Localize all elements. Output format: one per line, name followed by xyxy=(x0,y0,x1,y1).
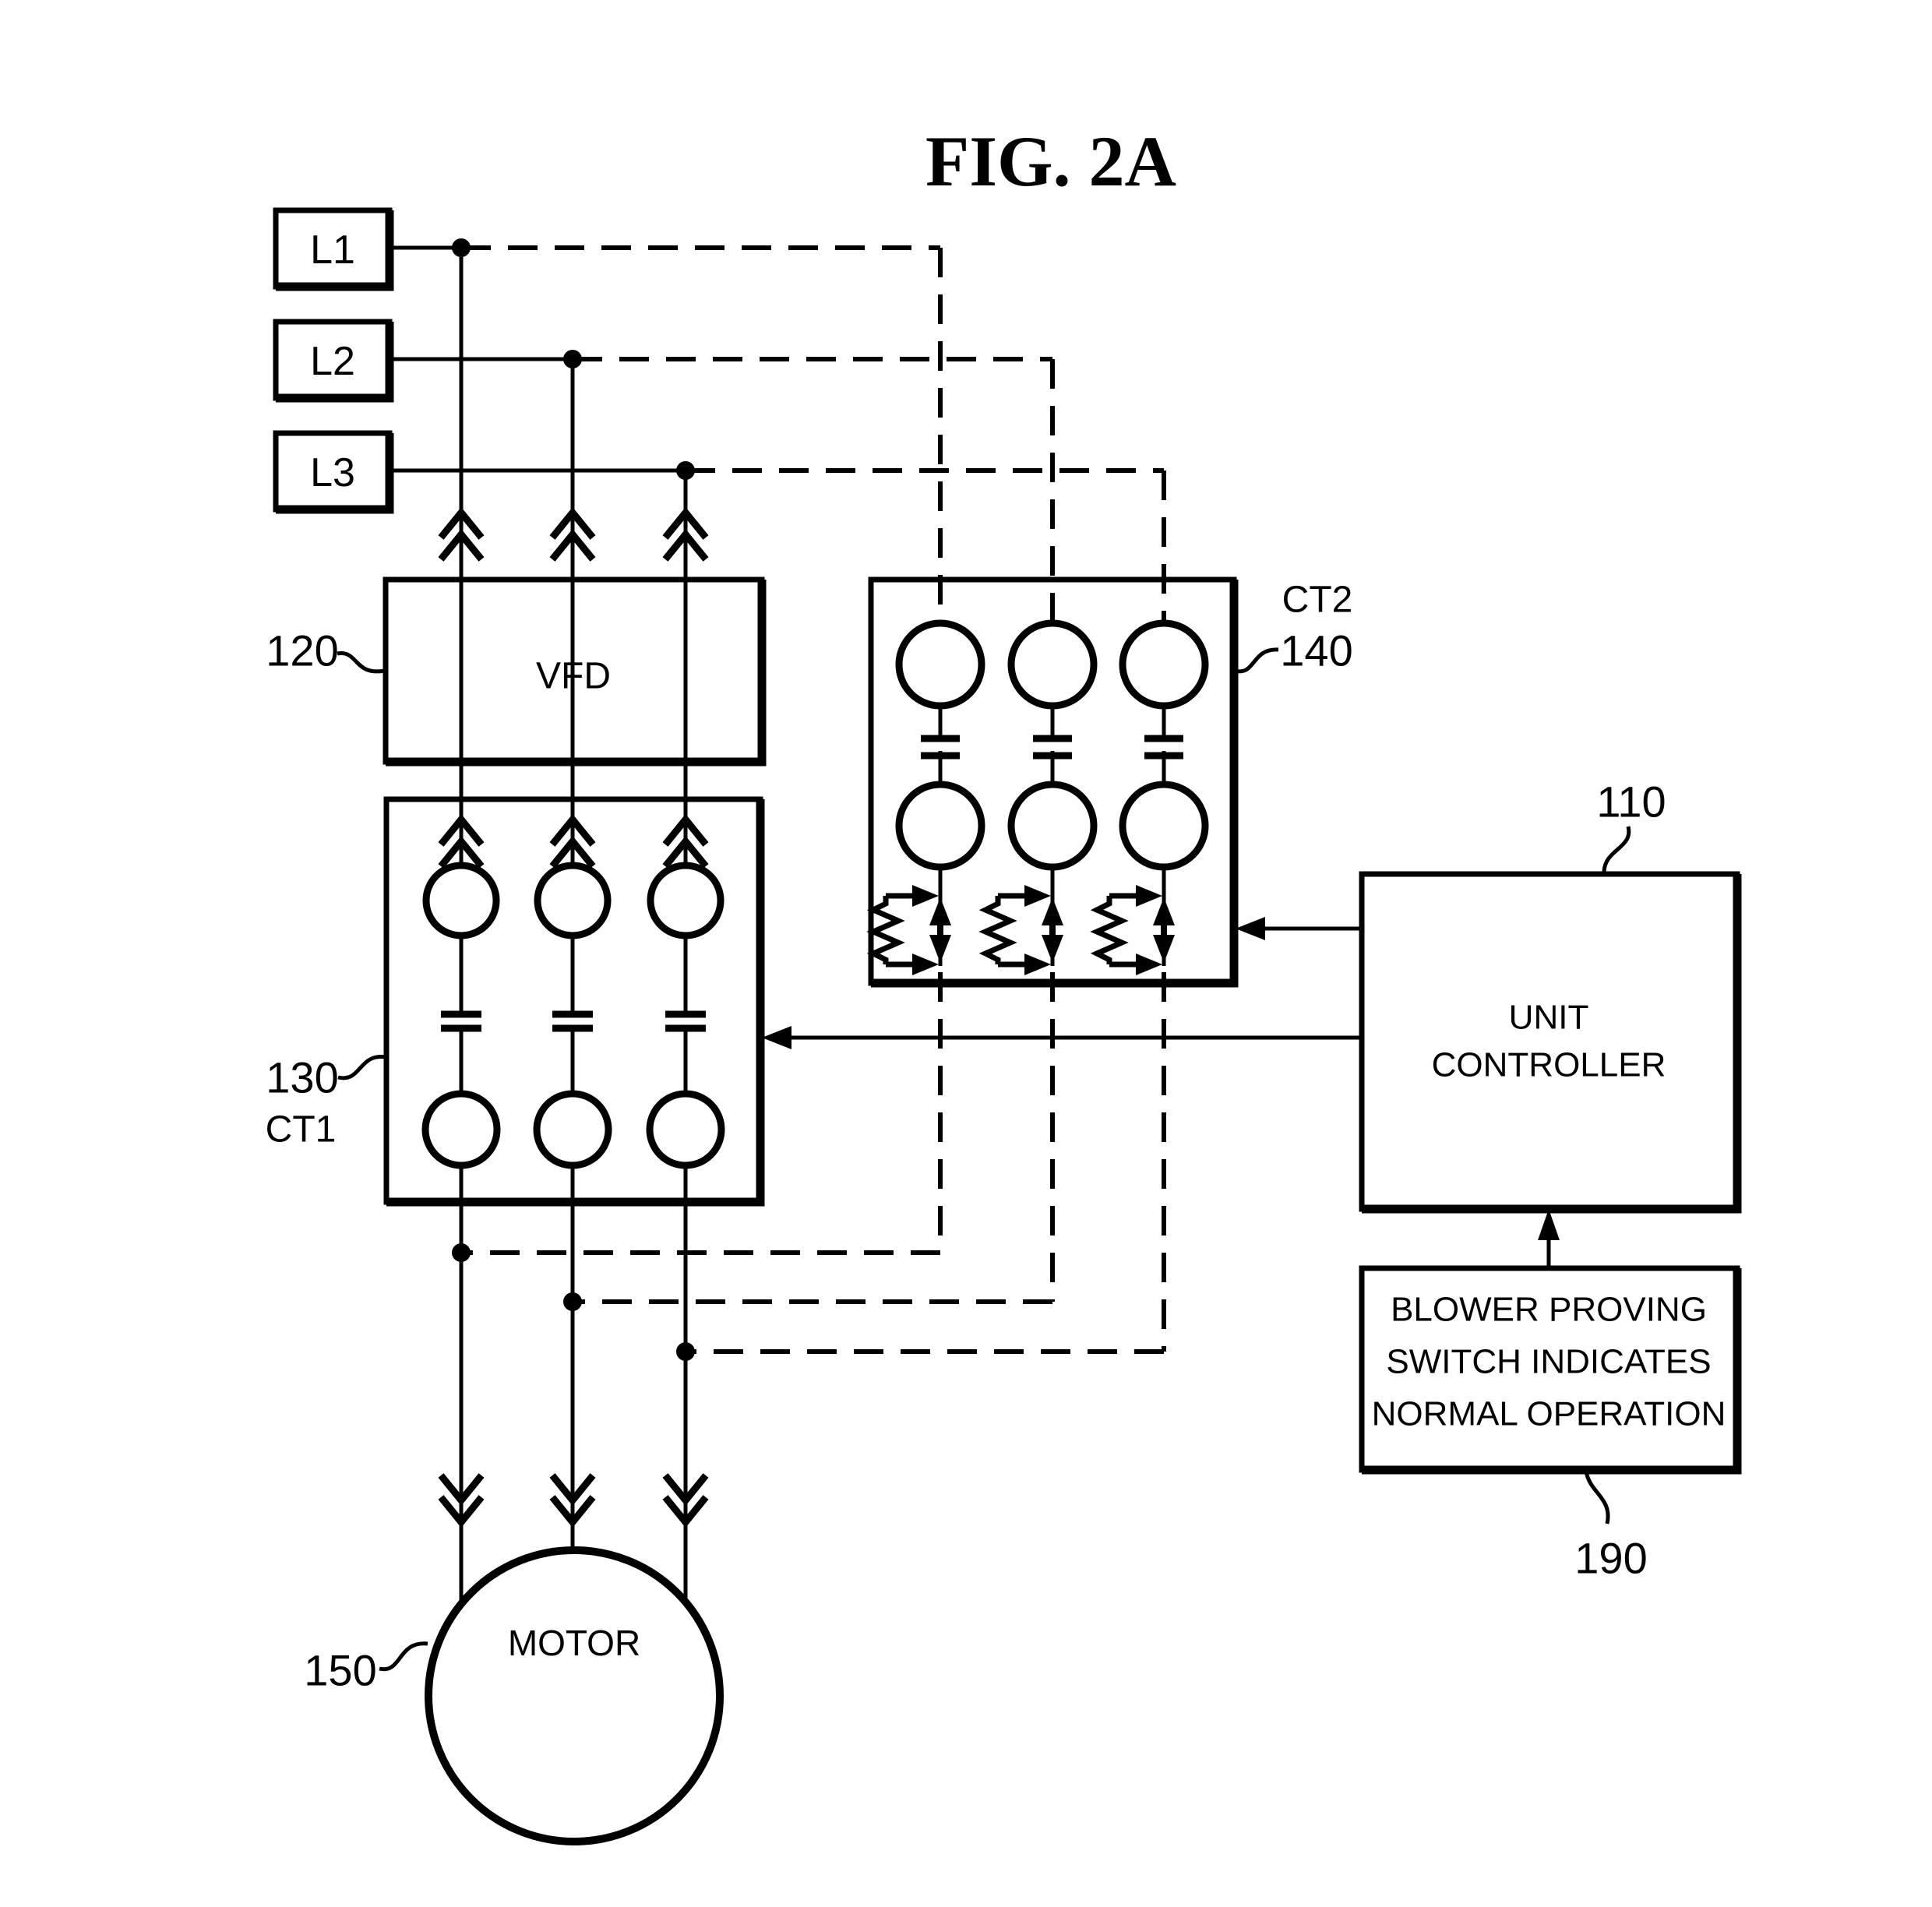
ct-coil-circle xyxy=(421,1090,501,1169)
capacitor-symbol xyxy=(1033,735,1072,760)
ref-190: 190 xyxy=(1574,1534,1647,1583)
junction-dot xyxy=(563,350,582,368)
junction-dot xyxy=(676,461,695,480)
blower-switch-label-line2: SWITCH INDICATES xyxy=(1386,1343,1711,1381)
junction-dot xyxy=(452,238,471,257)
vfd-label: VFD xyxy=(536,656,611,697)
l2-label: L2 xyxy=(310,339,355,384)
ct-coil-circle xyxy=(533,1090,612,1169)
ct1-box-shadow-edge xyxy=(386,799,765,1207)
arrowhead-up-icon xyxy=(1538,1209,1560,1240)
unit-controller-box xyxy=(1359,871,1740,1212)
power-source-boxes xyxy=(273,207,394,514)
leader-150 xyxy=(379,1641,428,1672)
ct-coil-circle xyxy=(646,1090,725,1169)
ct1-internals xyxy=(421,820,725,1169)
blower-switch-box-shadow-edge xyxy=(1362,1268,1742,1475)
ct2-label: CT2 xyxy=(1282,580,1353,621)
ct-coil-circle xyxy=(1119,781,1209,871)
l2-box-shadow-edge xyxy=(276,322,394,403)
ct-coil-circle xyxy=(1119,619,1209,710)
figure-title: FIG. 2A xyxy=(925,122,1176,201)
ct-coil-circle xyxy=(422,862,500,939)
unit-controller-box-shadow-edge xyxy=(1362,874,1742,1214)
leader-140 xyxy=(1234,647,1279,674)
ct1-label: CT1 xyxy=(266,1109,337,1151)
capacitor-symbol xyxy=(552,1010,593,1032)
l1-box-shadow-edge xyxy=(276,210,394,291)
ref-130: 130 xyxy=(266,1053,338,1102)
uc-to-ct1-arrow xyxy=(762,1026,1362,1049)
leader-130 xyxy=(337,1055,386,1080)
blower-switch-label-line1: BLOWER PROVING xyxy=(1391,1291,1707,1329)
l3-box-shadow-edge xyxy=(276,433,394,514)
ref-140: 140 xyxy=(1280,626,1352,675)
ref-120: 120 xyxy=(266,626,338,675)
sensing-wires xyxy=(461,245,1166,1354)
capacitor-symbol xyxy=(441,1010,481,1032)
arrowhead-left-icon xyxy=(1236,917,1265,940)
ct-coil-circle xyxy=(1007,781,1098,871)
l3-label: L3 xyxy=(310,450,355,495)
ct-coil-circle xyxy=(534,862,612,939)
motor-label: MOTOR xyxy=(508,1623,640,1663)
vfd-box-shadow-edge xyxy=(386,580,767,767)
ct-coil-circle xyxy=(647,862,724,939)
uc-to-ct2-arrow xyxy=(1236,917,1362,940)
unit-controller-label-line1: UNIT xyxy=(1509,999,1589,1037)
ct-coil-circle xyxy=(895,781,985,871)
motor-circle xyxy=(425,1546,724,1845)
capacitor-symbol xyxy=(665,1010,706,1032)
blower-switch-label-line3: NORMAL OPERATION xyxy=(1372,1395,1726,1433)
capacitor-symbol xyxy=(1144,735,1183,760)
leader-190 xyxy=(1584,1471,1610,1525)
capacitor-symbol xyxy=(921,735,960,760)
junction-dot xyxy=(452,1243,471,1262)
junction-dot xyxy=(676,1342,695,1361)
leader-110 xyxy=(1602,826,1631,873)
ct2-internals xyxy=(873,619,1209,975)
ref-110: 110 xyxy=(1596,777,1666,827)
blower-to-uc-arrow xyxy=(1538,1209,1560,1268)
ct2-box-shadow-edge xyxy=(871,580,1239,988)
unit-controller-label-line2: CONTROLLER xyxy=(1432,1046,1666,1084)
ct-coil-circle xyxy=(1007,619,1098,710)
ref-150: 150 xyxy=(304,1646,376,1695)
junction-dots xyxy=(452,238,695,1361)
leader-120 xyxy=(337,651,386,674)
arrowhead-left-icon xyxy=(762,1026,791,1049)
l1-label: L1 xyxy=(310,227,355,273)
junction-dot xyxy=(563,1292,582,1311)
ct-coil-circle xyxy=(895,619,985,710)
l3-box xyxy=(273,430,393,513)
